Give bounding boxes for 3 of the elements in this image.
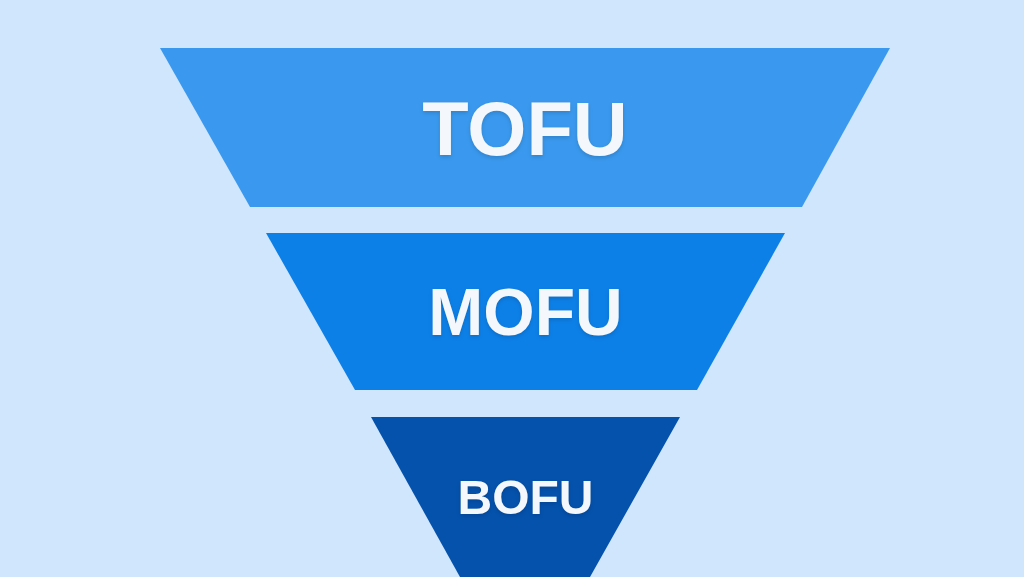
stage-label: MOFU	[428, 273, 623, 350]
stage-label: BOFU	[457, 469, 594, 525]
stage-label: TOFU	[422, 84, 628, 171]
